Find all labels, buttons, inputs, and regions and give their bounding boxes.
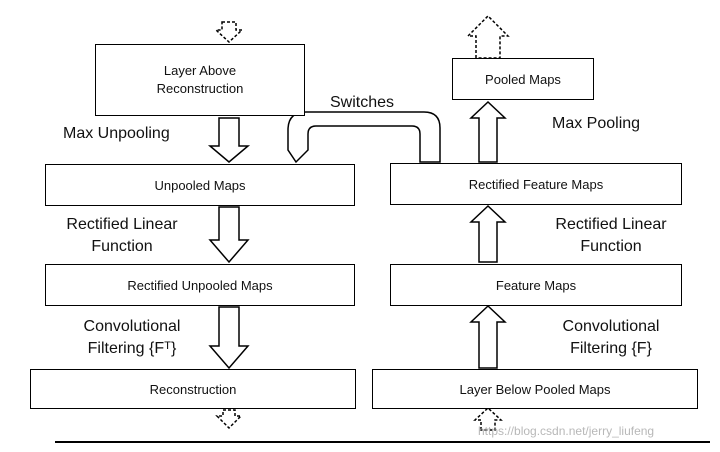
rectified-unpooled-maps-text: Rectified Unpooled Maps [127,277,273,293]
max-pooling-label: Max Pooling [552,115,641,132]
watermark-text: https://blog.csdn.net/jerry_liufeng [478,424,655,438]
rectified-feature-maps-text: Rectified Feature Maps [468,176,604,192]
pooled-maps-text: Pooled Maps [485,71,561,87]
dashed-input-arrow [214,21,244,44]
dashed-output-arrow [215,409,243,430]
unpooled-maps-box: Unpooled Maps [45,164,355,206]
right-relu-arrow [469,204,507,263]
unpooled-maps-text: Unpooled Maps [154,177,246,193]
feature-maps-text: Feature Maps [495,277,577,293]
rectified-feature-maps-box: Rectified Feature Maps [390,163,682,205]
feature-maps-box: Feature Maps [390,264,682,306]
left-conv-label: Convolutional Filtering {Fᵀ} [83,318,181,357]
dashed-top-up-arrow [466,14,510,59]
reconstruction-box: Reconstruction [30,369,356,409]
right-conv-arrow [469,304,507,369]
left-relu-arrow [208,206,250,264]
layer-above-reconstruction-text: Layer Above Reconstruction [156,63,244,96]
left-relu-label: Rectified Linear Function [66,216,178,255]
max-unpooling-label: Max Unpooling [63,125,170,142]
right-conv-label: Convolutional Filtering {F} [562,318,660,357]
rectified-unpooled-maps-box: Rectified Unpooled Maps [45,264,355,306]
layer-below-pooled-maps-box: Layer Below Pooled Maps [372,369,698,409]
pooled-maps-box: Pooled Maps [452,58,594,100]
dashed-bottom-up-arrow [473,406,503,431]
right-relu-label: Rectified Linear Function [555,216,667,255]
max-unpooling-arrow [207,117,251,163]
switches-label: Switches [330,94,395,111]
reconstruction-text: Reconstruction [149,381,237,397]
left-conv-arrow [208,306,250,370]
bottom-rule [55,441,710,443]
switches-connector [287,111,441,164]
layer-below-pooled-maps-text: Layer Below Pooled Maps [459,381,611,397]
max-pooling-arrow [469,100,507,163]
layer-above-reconstruction-box: Layer Above Reconstruction [95,44,305,116]
